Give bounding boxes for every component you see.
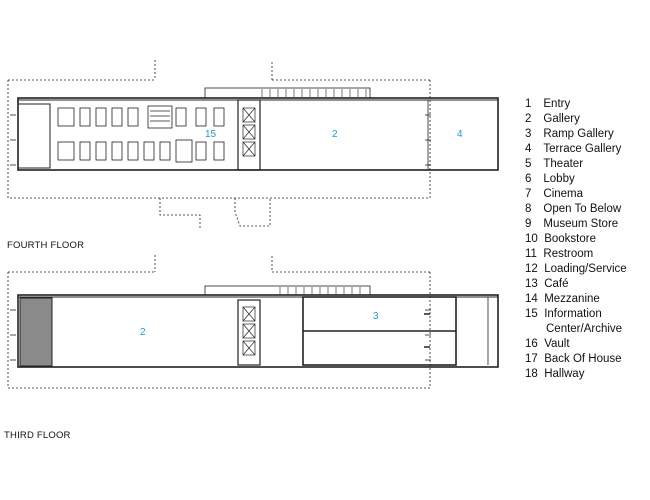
legend-item: 18 Hallway — [525, 367, 627, 382]
fourth-floor-plan — [7, 60, 499, 228]
legend-item: 12 Loading/Service — [525, 262, 627, 277]
fourth-floor-room-numbers: 15 2 4 — [205, 129, 463, 140]
legend-label: Entry — [543, 98, 571, 110]
legend-item: 15 Information — [525, 307, 627, 322]
legend-label: Loading/Service — [544, 263, 627, 275]
legend-item: 1 Entry — [525, 97, 627, 112]
hatched-zone — [19, 297, 53, 367]
legend-item: 7 Cinema — [525, 187, 627, 202]
legend-number: 2 — [525, 113, 532, 125]
legend-item: 2 Gallery — [525, 112, 627, 127]
legend-label: Terrace Gallery — [543, 143, 622, 155]
room-legend: 1 Entry 2 Gallery 3 Ramp Gallery 4 Terra… — [525, 97, 627, 382]
fourth-floor-caption: FOURTH FLOOR — [7, 240, 85, 251]
legend-number: 7 — [525, 188, 532, 200]
fourth-floor-core — [237, 99, 261, 171]
fourth-floor-site-outline — [7, 60, 431, 228]
legend-label: Café — [544, 278, 569, 290]
room-number-label: 2 — [140, 327, 146, 338]
legend-item: 13 Café — [525, 277, 627, 292]
legend-number: 10 — [525, 233, 538, 245]
room-number-label: 4 — [457, 129, 463, 140]
legend-number: 13 — [525, 278, 538, 290]
legend-label: Theater — [543, 158, 584, 170]
legend-label: Cinema — [543, 188, 584, 200]
legend-number: 18 — [525, 368, 538, 380]
third-floor-caption: THIRD FLOOR — [4, 430, 71, 441]
legend-item: 10 Bookstore — [525, 232, 627, 247]
legend-item: 6 Lobby — [525, 172, 627, 187]
legend-number: 14 — [525, 293, 538, 305]
third-floor-plan — [7, 255, 499, 389]
legend-label: Back Of House — [544, 353, 622, 365]
legend-number: 3 — [525, 128, 532, 140]
legend-item: 3 Ramp Gallery — [525, 127, 627, 142]
legend-number: 9 — [525, 218, 532, 230]
legend-number: 17 — [525, 353, 538, 365]
legend-item: 9 Museum Store — [525, 217, 627, 232]
legend-label: Open To Below — [543, 203, 622, 215]
legend-number: 6 — [525, 173, 532, 185]
legend-label: Restroom — [543, 248, 594, 260]
legend-item-continued: Center/Archive — [525, 322, 627, 337]
third-floor-site-outline — [7, 255, 431, 389]
legend-label: Museum Store — [543, 218, 619, 230]
legend-item: 8 Open To Below — [525, 202, 627, 217]
legend-number: 11 — [525, 248, 537, 260]
legend-label: Mezzanine — [544, 293, 600, 305]
legend-label: Ramp Gallery — [543, 128, 614, 140]
legend-item: 16 Vault — [525, 337, 627, 352]
legend-item: 17 Back Of House — [525, 352, 627, 367]
legend-number: 1 — [525, 98, 532, 110]
legend-number: 16 — [525, 338, 538, 350]
legend-number: 5 — [525, 158, 532, 170]
third-floor-room-numbers: 2 3 — [140, 311, 379, 338]
legend-label: Bookstore — [544, 233, 596, 245]
legend-label-continued: Center/Archive — [546, 323, 623, 335]
room-number-label: 15 — [205, 129, 217, 140]
legend-number: 15 — [525, 308, 538, 320]
legend-item: 14 Mezzanine — [525, 292, 627, 307]
room-number-label: 2 — [332, 129, 338, 140]
legend-item: 4 Terrace Gallery — [525, 142, 627, 157]
legend-item: 11 Restroom — [525, 247, 627, 262]
legend-label: Information — [544, 308, 602, 320]
legend-label: Hallway — [544, 368, 585, 380]
third-floor-core — [237, 299, 261, 366]
legend-number: 4 — [525, 143, 532, 155]
legend-label: Lobby — [543, 173, 575, 185]
legend-number: 8 — [525, 203, 532, 215]
legend-number: 12 — [525, 263, 538, 275]
legend-item: 5 Theater — [525, 157, 627, 172]
archive-racks — [57, 105, 225, 163]
legend-label: Gallery — [543, 113, 580, 125]
legend-label: Vault — [544, 338, 570, 350]
room-number-label: 3 — [373, 311, 379, 322]
